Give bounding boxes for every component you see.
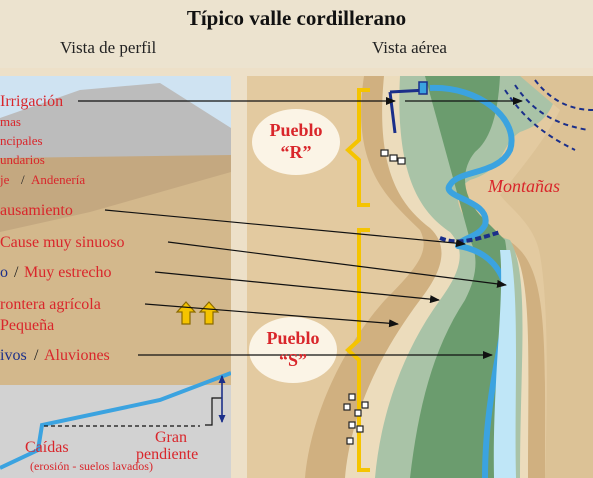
house-icon [380,149,389,157]
up-arrow-icon [198,301,220,325]
label-fans-prefix: ivos [0,347,27,364]
label-mountains: Montañas [487,176,560,196]
label-drainage: je [0,172,10,187]
house-icon [389,154,398,162]
mountain-slope-right [500,76,593,478]
town-r-houses [380,149,406,165]
house-icon [348,421,356,429]
label-agricultural-frontier: rontera agrícola [0,296,101,313]
channeling-works [439,230,501,244]
town-s-letter: “S” [279,350,307,370]
label-channeling: ausamiento [0,202,73,219]
house-icon [346,437,354,445]
label-systems: mas [0,114,21,129]
house-icon [354,409,362,417]
town-r-bracket [345,88,370,207]
profile-labels: Irrigación mas ncipales undarios je / An… [0,93,198,473]
river-floodplain [493,250,516,478]
house-icon [343,403,351,411]
profile-river-line [0,371,232,470]
aerial-view-heading: Vista aérea [372,38,447,57]
label-separator: / [34,347,39,364]
label-falls: Caídas [25,439,69,456]
intake-gate-icon [418,81,428,95]
profile-view-heading: Vista de perfil [60,38,157,57]
label-steep-slope-2: pendiente [136,446,198,463]
diagram-title: Típico valle cordillerano [186,6,407,30]
label-very-narrow: Muy estrecho [24,264,112,281]
label-alluvium: Aluviones [44,347,110,364]
pointer-agricultural-frontier [144,303,399,328]
house-icon [348,393,356,401]
label-secondary: undarios [0,152,45,167]
profile-view-panel [0,76,232,478]
aerial-view-panel [247,76,593,478]
label-separator: / [21,172,25,187]
label-terraces: Andenería [31,172,85,187]
pointer-winding-channel [167,241,507,288]
town-r-badge [252,109,340,175]
town-r-letter: “R” [281,142,312,162]
house-icon [356,425,364,433]
label-principal: ncipales [0,133,43,148]
house-icon [361,401,369,409]
town-s-name: Pueblo [266,328,319,348]
house-icon [397,157,406,165]
label-steep-slope-1: Gran [155,429,187,446]
town-s-badge [249,317,337,383]
profile-valley-floor [0,385,231,478]
town-s-bracket [345,228,370,472]
panel-divider [231,76,247,478]
slope-bracket [205,397,222,426]
label-small: Pequeña [0,317,54,334]
pointer-very-narrow [154,271,440,304]
label-erosion: (erosión - suelos lavados) [30,459,153,473]
pointer-channeling [104,209,466,248]
label-winding-channel: Cause muy sinuoso [0,234,124,251]
pointer-lines [78,97,523,359]
label-separator: / [14,264,19,281]
cultivated-zone-dark [410,76,508,478]
title-bar: Típico valle cordillerano Vista de perfi… [0,0,593,68]
town-s-houses [343,393,369,445]
label-wide-prefix: o [0,264,8,281]
canal-dashed-line [504,89,576,151]
label-irrigation: Irrigación [0,93,63,110]
canal-dashed-line [514,84,589,131]
town-r-name: Pueblo [269,120,322,140]
town-labels: Pueblo “R” Pueblo “S” [266,120,322,370]
